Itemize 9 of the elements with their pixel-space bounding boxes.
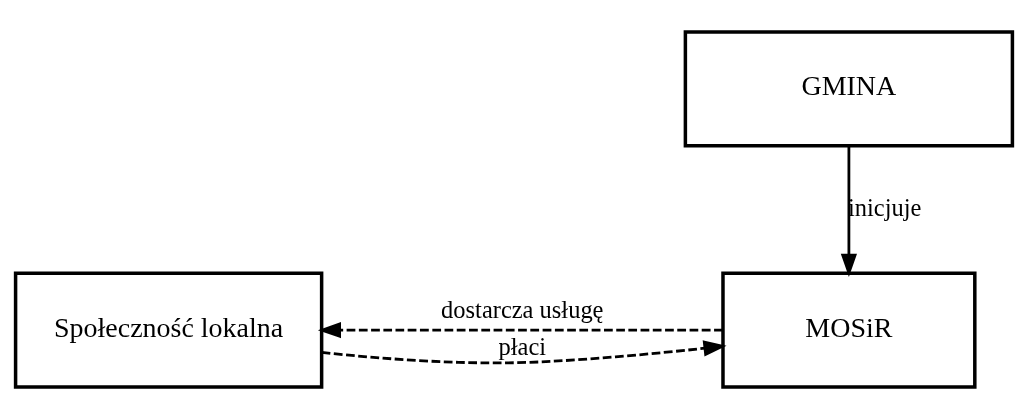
node-box: GMINA — [683, 30, 1015, 148]
edge-label: dostarcza usługę — [441, 296, 604, 324]
edge-label: płaci — [498, 333, 547, 360]
arrow — [321, 340, 727, 365]
arrow — [317, 322, 723, 339]
node-box: MOSiR — [721, 271, 977, 389]
node-box: Społeczność lokalna — [13, 271, 324, 389]
edge-label: inicjuje — [848, 193, 922, 221]
arrow — [840, 145, 857, 277]
